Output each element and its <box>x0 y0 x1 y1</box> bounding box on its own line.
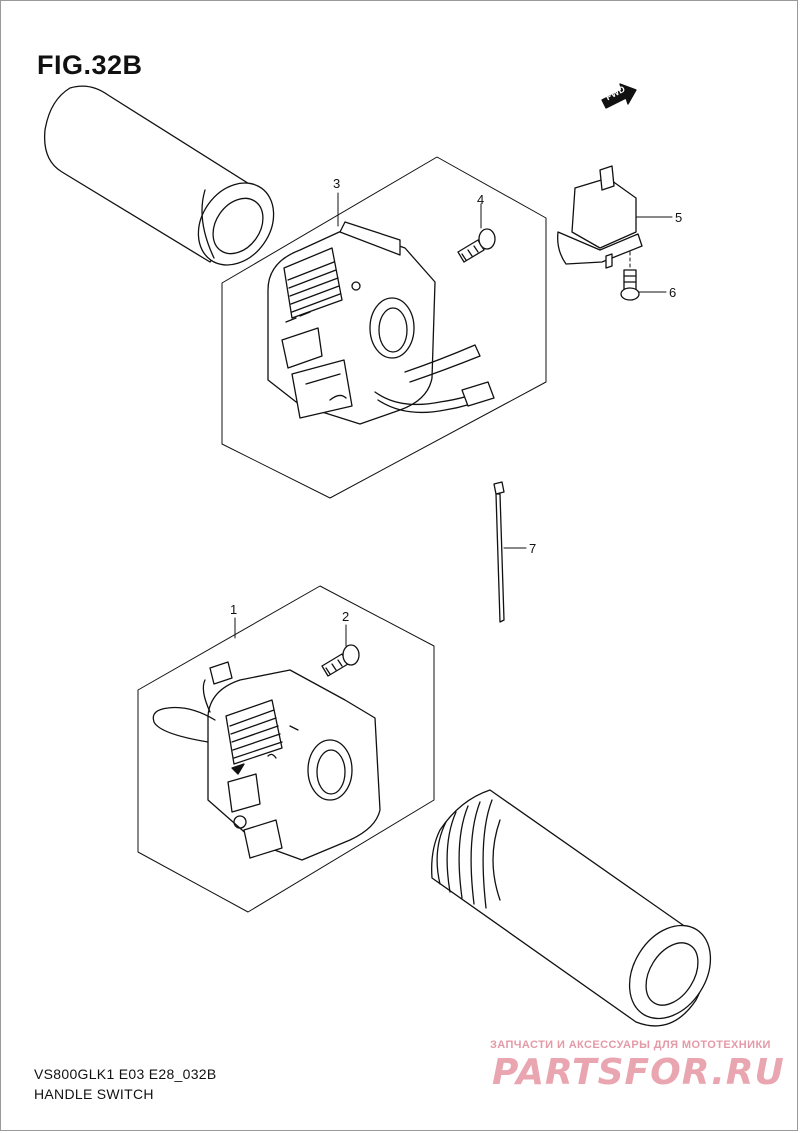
callout-4: 4 <box>477 192 485 207</box>
callout-6: 6 <box>669 285 677 300</box>
left-grip <box>43 85 275 266</box>
assembly-box-3 <box>221 156 547 499</box>
assembly-box-1 <box>137 585 435 913</box>
fwd-arrow-icon <box>601 83 637 109</box>
figure-title: FIG.32B <box>37 50 143 80</box>
cable-tie-7 <box>493 481 527 623</box>
screw-6 <box>620 251 667 301</box>
callout-1: 1 <box>230 602 238 617</box>
callout-3: 3 <box>333 176 341 191</box>
clutch-switch-5 <box>557 165 673 269</box>
section-name: HANDLE SWITCH <box>34 1086 154 1102</box>
watermark-brand: PARTSFOR.RU <box>492 1052 785 1093</box>
callout-2: 2 <box>342 609 350 624</box>
callout-5: 5 <box>675 210 683 225</box>
right-switch-housing <box>267 221 495 425</box>
watermark-caption: ЗАПЧАСТИ И АКСЕССУАРЫ ДЛЯ МОТОТЕХНИКИ <box>490 1039 771 1051</box>
callout-7: 7 <box>529 541 537 556</box>
model-code: VS800GLK1 E03 E28_032B <box>34 1066 217 1082</box>
left-switch-housing <box>152 661 381 861</box>
screw-4 <box>457 203 496 263</box>
throttle-grip <box>431 789 712 1027</box>
screw-2 <box>321 644 360 677</box>
